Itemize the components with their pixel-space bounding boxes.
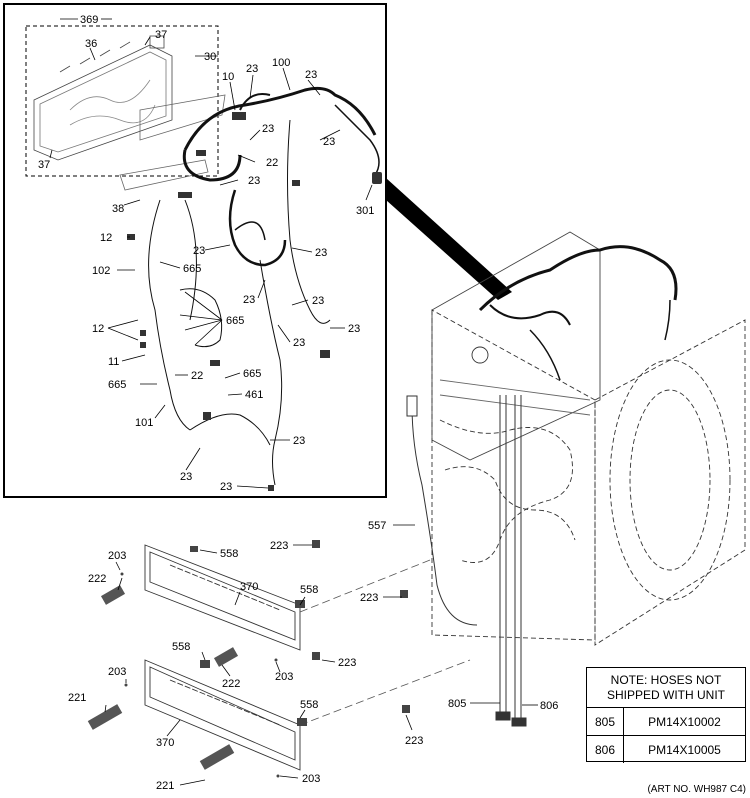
note-row: 805 PM14X10002 xyxy=(587,708,745,736)
bracket-mounting-guidelines xyxy=(299,559,471,726)
callout-38: 38 xyxy=(112,203,124,215)
callout-203: 203 xyxy=(108,666,126,678)
callout-461: 461 xyxy=(245,389,263,401)
callout-665: 665 xyxy=(108,379,126,391)
callout-101: 101 xyxy=(135,417,153,429)
callout-806: 806 xyxy=(540,700,558,712)
control-panel-assembly xyxy=(25,25,226,191)
note-part-code: PM14X10002 xyxy=(648,714,721,729)
callout-23: 23 xyxy=(262,123,274,135)
callout-23: 23 xyxy=(246,63,258,75)
leveling-legs xyxy=(87,585,239,770)
callout-23: 23 xyxy=(248,175,260,187)
callout-37-bottom: 37 xyxy=(38,159,50,171)
callout-23: 23 xyxy=(312,295,324,307)
callout-23: 23 xyxy=(293,337,305,349)
callout-665: 665 xyxy=(183,263,201,275)
detail-inset-frame xyxy=(3,3,387,498)
callout-23: 23 xyxy=(193,245,205,257)
callout-558: 558 xyxy=(172,641,190,653)
callout-203: 203 xyxy=(302,773,320,785)
hose-note-table: NOTE: HOSES NOT SHIPPED WITH UNIT 805 PM… xyxy=(586,667,746,763)
callout-222: 222 xyxy=(222,678,240,690)
note-part-code: PM14X10005 xyxy=(648,742,721,757)
callout-23: 23 xyxy=(348,323,360,335)
callout-223: 223 xyxy=(338,657,356,669)
callout-370: 370 xyxy=(240,581,258,593)
inset-connectors xyxy=(127,112,382,491)
callout-102: 102 xyxy=(92,265,110,277)
callout-12: 12 xyxy=(92,323,104,335)
callout-558: 558 xyxy=(300,699,318,711)
art-number: (ART NO. WH987 C4) xyxy=(647,784,746,795)
callout-23: 23 xyxy=(180,471,192,483)
callout-805: 805 xyxy=(448,698,466,710)
callout-665: 665 xyxy=(226,315,244,327)
callout-221: 221 xyxy=(156,780,174,792)
drain-and-fill-hoses xyxy=(406,395,527,727)
note-part-number: 805 xyxy=(587,708,624,735)
callout-223: 223 xyxy=(405,735,423,747)
callout-36: 36 xyxy=(85,38,97,50)
wire-harness-inset xyxy=(148,86,380,486)
callout-22: 22 xyxy=(191,370,203,382)
callout-30: 30 xyxy=(204,51,216,63)
callout-369: 369 xyxy=(80,14,98,26)
callout-23: 23 xyxy=(243,294,255,306)
detail-pointer-wedge xyxy=(386,178,512,300)
callout-222: 222 xyxy=(88,573,106,585)
front-leveling-bracket-lower xyxy=(144,659,301,771)
callout-23: 23 xyxy=(293,435,305,447)
washer-wire-harness xyxy=(478,245,678,381)
note-row: 806 PM14X10005 xyxy=(587,736,745,763)
callout-23: 23 xyxy=(305,69,317,81)
note-part-number: 806 xyxy=(587,736,624,763)
leader-lines xyxy=(49,18,538,786)
callout-22: 22 xyxy=(266,157,278,169)
callout-557: 557 xyxy=(368,520,386,532)
note-title: NOTE: HOSES NOT SHIPPED WITH UNIT xyxy=(587,668,745,708)
front-leveling-bracket-upper xyxy=(144,544,301,651)
screws-and-clips xyxy=(120,540,410,778)
callout-23: 23 xyxy=(315,247,327,259)
control-panel-dashed-box xyxy=(25,25,219,177)
callout-558: 558 xyxy=(220,548,238,560)
callout-labels: 369 36 37 30 37 10 23 100 23 23 23 22 23… xyxy=(38,14,558,792)
callout-100: 100 xyxy=(272,57,290,69)
callout-221: 221 xyxy=(68,692,86,704)
callout-203: 203 xyxy=(275,671,293,683)
callout-23: 23 xyxy=(323,136,335,148)
callout-10: 10 xyxy=(222,71,234,83)
callout-23: 23 xyxy=(220,481,232,493)
callout-558: 558 xyxy=(300,584,318,596)
note-line-2: SHIPPED WITH UNIT xyxy=(606,687,725,702)
callout-11: 11 xyxy=(108,356,119,368)
callout-223: 223 xyxy=(360,592,378,604)
callout-665: 665 xyxy=(243,368,261,380)
callout-301: 301 xyxy=(356,205,374,217)
callout-223: 223 xyxy=(270,540,288,552)
washer-cabinet xyxy=(431,231,746,646)
callout-203: 203 xyxy=(108,550,126,562)
note-line-1: NOTE: HOSES NOT xyxy=(610,672,722,687)
callout-12: 12 xyxy=(100,232,112,244)
callout-37-top: 37 xyxy=(155,29,167,41)
callout-370: 370 xyxy=(156,737,174,749)
